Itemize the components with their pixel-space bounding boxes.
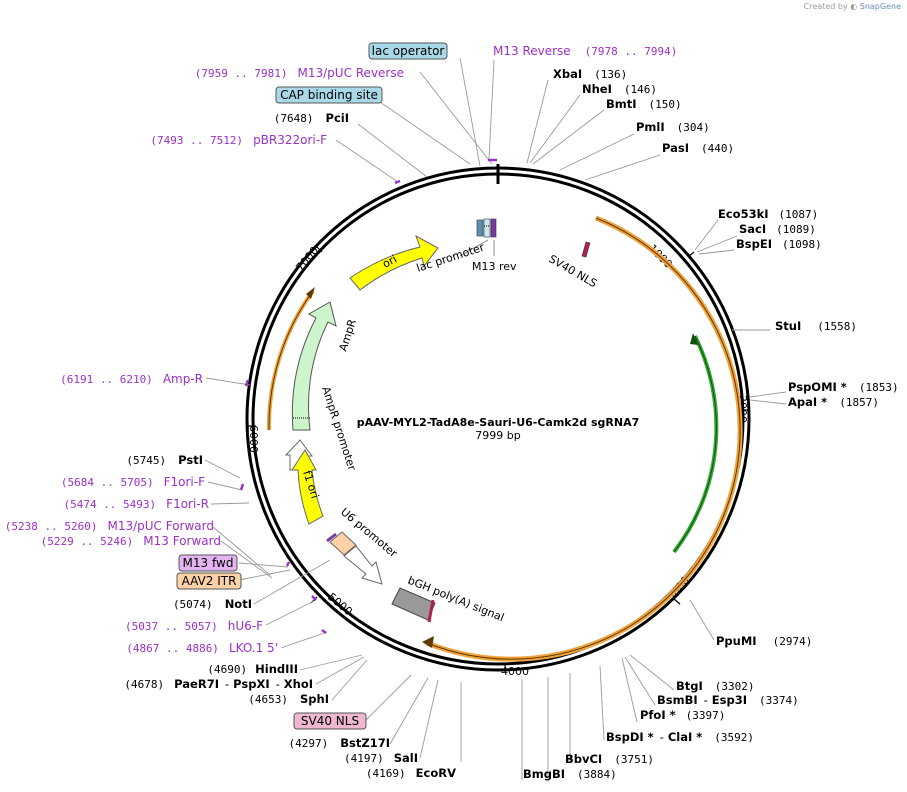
site-ecorv: (4169)EcoRV <box>366 766 456 780</box>
primer-marks <box>239 158 497 634</box>
primer-hu6-f: (5037 .. 5057)hU6-F <box>125 619 263 633</box>
site-nhei: NheI(146) <box>582 82 657 96</box>
site-noti: (5074)NotI <box>173 597 252 611</box>
site-sphi: (4653)SphI <box>248 692 329 706</box>
aav2-itr-label: AAV2 ITR <box>182 574 237 588</box>
site-btgi: BtgI(3302) <box>676 679 755 693</box>
green-feature-arc <box>672 333 719 554</box>
tick-marks <box>248 245 748 672</box>
leader-lines <box>204 57 787 780</box>
backbone <box>245 164 751 672</box>
site-xbai: XbaI(136) <box>553 67 627 81</box>
site-bmti: BmtI(150) <box>606 97 682 111</box>
site-paer7i-pspxi-xhoi: (4678)PaeR7I-PspXI-XhoI <box>124 677 313 691</box>
cap-binding-site-label: CAP binding site <box>280 88 378 102</box>
site-bspdi-clai: BspDI *-ClaI *(3592) <box>606 730 754 744</box>
sites-left: (7648)PciI (5745)PstI (5074)NotI (4690)H… <box>124 111 456 780</box>
m13-fwd-label: M13 fwd <box>183 556 234 570</box>
primers: M13 Reverse(7978 .. 7994) (7959 .. 7981)… <box>5 44 678 655</box>
sites-right: XbaI(136) NheI(146) BmtI(150) PmlI(304) … <box>523 67 899 781</box>
sv40-nls-box-label: SV40 NLS <box>301 714 359 728</box>
site-saci: SacI(1089) <box>739 222 816 236</box>
ori-label: ori <box>380 252 399 270</box>
credit-prefix: Created by <box>803 2 848 11</box>
site-stui: StuI(1558) <box>775 319 857 333</box>
site-hindiii: (4690)HindIII <box>207 662 298 676</box>
plasmid-size: 7999 bp <box>475 429 520 442</box>
primer-m13-forward: (5229 .. 5246)M13 Forward <box>41 534 221 548</box>
site-apai: ApaI *(1857) <box>788 395 879 409</box>
site-pmli: PmlI(304) <box>636 120 710 134</box>
left-orange-arc <box>266 287 315 431</box>
ori-feature: ori <box>349 234 439 291</box>
site-bsmbi-esp3i: BsmBI-Esp3I(3374) <box>657 693 799 707</box>
site-bstz17i: (4297)BstZ17I <box>289 736 390 750</box>
primer-f1ori-f: (5684 .. 5705)F1ori-F <box>61 475 205 489</box>
site-pfoi: PfoI *(3397) <box>640 708 725 722</box>
snapgene-credit: Created by ◐ SnapGene <box>804 2 901 11</box>
site-pspomi: PspOMI *(1853) <box>788 380 899 394</box>
primer-m13-puc-reverse: (7959 .. 7981)M13/pUC Reverse <box>195 66 404 80</box>
primer-pbr322ori-f: (7493 .. 7512)pBR322ori-F <box>150 133 327 147</box>
ampr-promoter-label: AmpR promoter <box>319 385 359 473</box>
primer-m13-reverse: M13 Reverse(7978 .. 7994) <box>493 44 677 58</box>
ampr-feature: AmpR <box>291 301 359 431</box>
m13-rev-label: M13 rev <box>472 260 517 273</box>
tick-label-7000: 7000 <box>293 244 321 274</box>
primer-m13-puc-forward: (5238 .. 5260)M13/pUC Forward <box>5 519 214 533</box>
site-ppumi: PpuMI(2974) <box>716 634 812 648</box>
primer-amp-r: (6191 .. 6210)Amp-R <box>60 372 203 386</box>
tick-label-6000: 6000 <box>247 425 260 453</box>
snapgene-logo-icon: ◐ <box>850 2 858 11</box>
f1-ori-feature: f1 ori <box>291 449 324 525</box>
site-pcii: (7648)PciI <box>274 111 349 125</box>
plasmid-name: pAAV-MYL2-TadA8e-Sauri-U6-Camk2d sgRNA7 <box>357 416 640 429</box>
tick-label-4000: 4000 <box>501 665 529 678</box>
site-pasi: PasI(440) <box>662 141 734 155</box>
credit-brand: SnapGene <box>859 2 901 11</box>
bgh-feature: bGH poly(A) signal <box>391 574 506 624</box>
orange-feature-arc <box>422 215 743 662</box>
u6-promoter-feature: U6 promoter <box>326 505 400 585</box>
site-bbvci: BbvCI(3751) <box>565 752 654 766</box>
sv40-nls-inner: SV40 NLS <box>547 241 600 290</box>
primer-lko1-5: (4867 .. 4886)LKO.1 5' <box>126 641 278 655</box>
site-psti: (5745)PstI <box>126 453 203 467</box>
site-sali: (4197)SalI <box>344 751 418 765</box>
primer-f1ori-r: (5474 .. 5493)F1ori-R <box>63 497 209 511</box>
ampr-label: AmpR <box>336 317 359 353</box>
site-bmgbi: BmgBI(3884) <box>523 767 617 781</box>
lac-operator-label: lac operator <box>372 44 445 58</box>
site-eco53ki: Eco53kI(1087) <box>718 207 818 221</box>
sv40-nls-inner-label: SV40 NLS <box>547 252 600 290</box>
boxed-features: lac operator CAP binding site M13 fwd AA… <box>176 42 448 730</box>
site-bspei: BspEI(1098) <box>736 237 822 251</box>
